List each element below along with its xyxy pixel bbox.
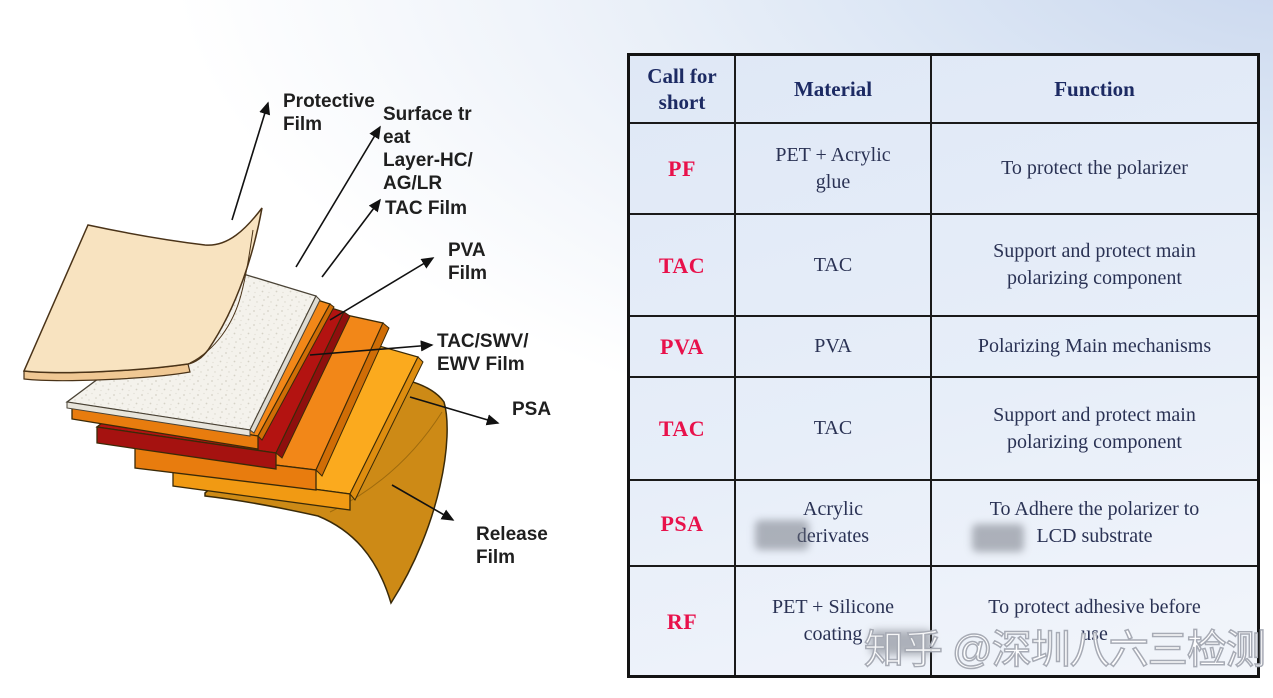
label-protective-film: Protective Film (283, 91, 375, 135)
label-psa: PSA (512, 399, 552, 420)
arrow-tac-film (321, 198, 381, 278)
arrow-protective-film (231, 101, 271, 221)
label-release-film: Release Film (476, 524, 548, 568)
row-rf-material: PET + Silicone coating (736, 567, 932, 675)
label-arrows (231, 101, 500, 521)
arrow-release-film (391, 484, 455, 521)
watermark: 知乎 @深圳八六三检测 (863, 627, 1266, 673)
row-psa-material: Acrylic derivates (736, 481, 932, 567)
arrow-psa (409, 396, 500, 426)
censor-blur-rf-material (870, 630, 932, 655)
row-psa-function: To Adhere the polarizer to LCD substrate (932, 481, 1257, 567)
label-tac-film: TAC Film (385, 198, 467, 219)
row-psa-abbr: PSA (630, 481, 736, 567)
censor-blur-psa-function (972, 524, 1024, 552)
row-rf-function: To protect adhesive before use (988, 596, 1201, 645)
row-pf-material: PET + Acrylic glue (736, 124, 932, 215)
row-pva-function: Polarizing Main mechanisms (932, 317, 1257, 378)
row-tac1-material: TAC (736, 215, 932, 317)
row-tac2-function: Support and protect main polarizing comp… (932, 378, 1257, 481)
row-rf-abbr: RF (630, 567, 736, 675)
protective-film-layer (22, 207, 263, 382)
arrow-surface-treat (295, 125, 381, 268)
label-pva-film: PVA Film (448, 240, 488, 284)
header-material: Material (736, 56, 932, 124)
row-tac2-abbr: TAC (630, 378, 736, 481)
censor-blur-psa-material (755, 520, 809, 550)
row-pf-function: To protect the polarizer (932, 124, 1257, 215)
label-surface-treat: Surface tr eat Layer-HC/ AG/LR (383, 104, 473, 194)
label-tac-swv-film: TAC/SWV/ EWV Film (437, 331, 529, 375)
header-function: Function (932, 56, 1257, 124)
row-pva-abbr: PVA (630, 317, 736, 378)
row-pf-abbr: PF (630, 124, 736, 215)
row-tac1-function: Support and protect main polarizing comp… (932, 215, 1257, 317)
polarizer-table: Call for short Material Function PF PET … (627, 53, 1260, 678)
header-call-for-short: Call for short (630, 56, 736, 124)
polarizer-structure-diagram (22, 101, 500, 605)
arrow-tac-swv-film (309, 340, 434, 356)
row-pva-material: PVA (736, 317, 932, 378)
row-tac2-material: TAC (736, 378, 932, 481)
arrow-pva-film (329, 257, 435, 321)
row-tac1-abbr: TAC (630, 215, 736, 317)
